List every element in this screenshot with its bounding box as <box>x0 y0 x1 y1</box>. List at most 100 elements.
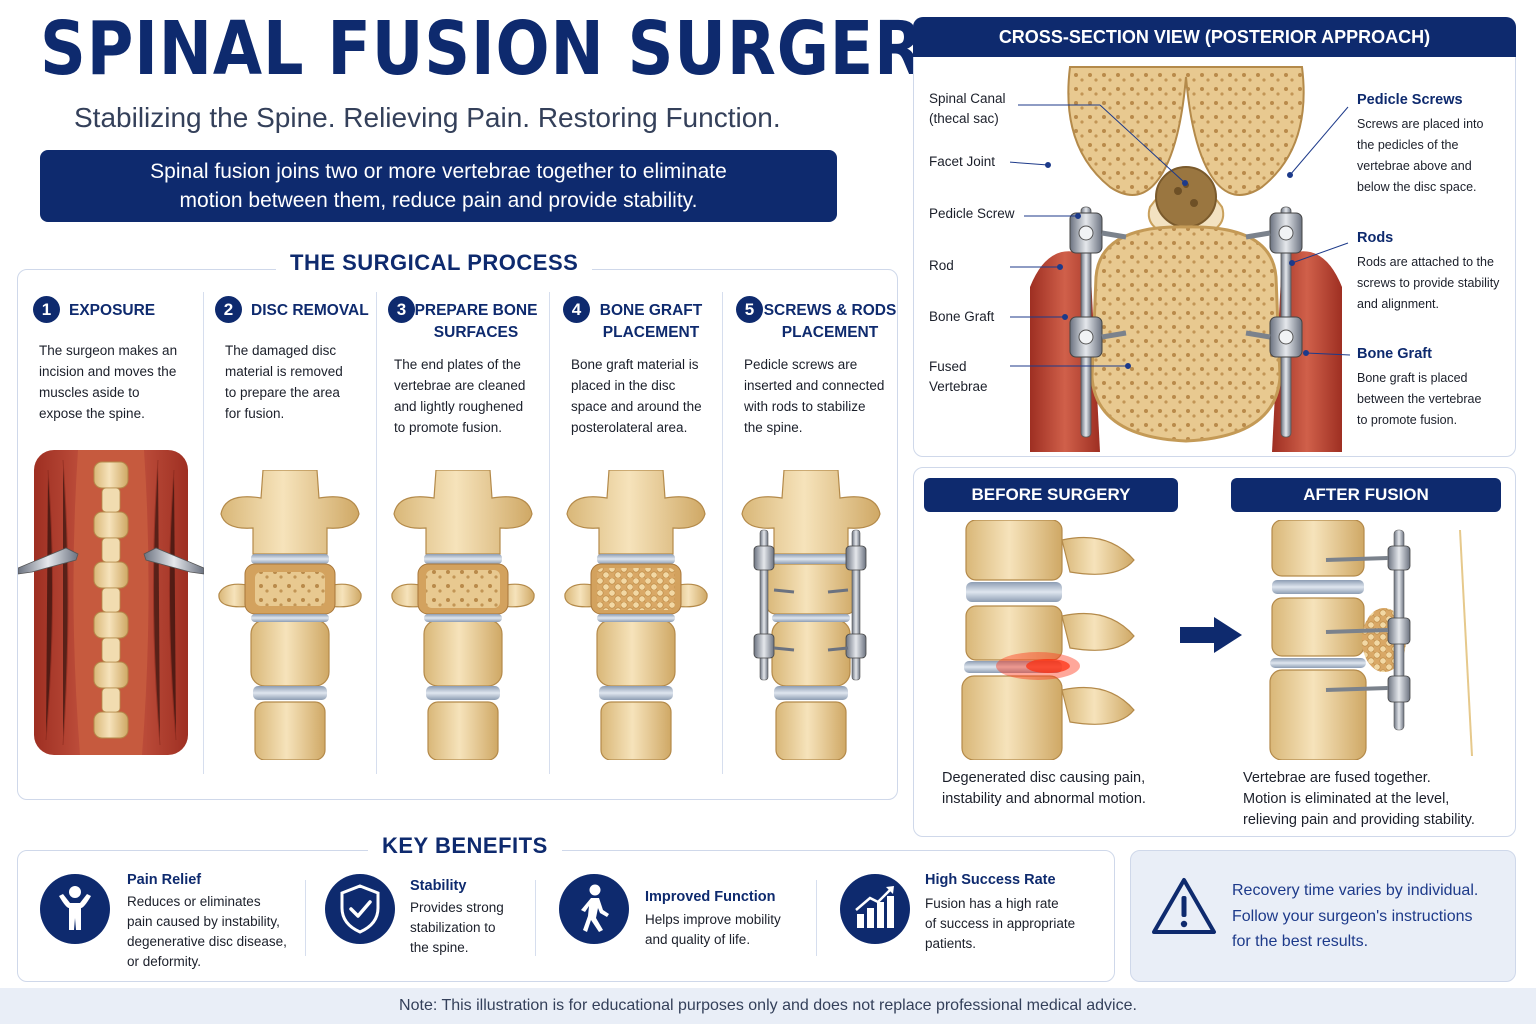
desc-line: Screws are placed into <box>1357 117 1484 131</box>
desc-line: to promote fusion. <box>1357 413 1458 427</box>
label-line: Vertebrae <box>929 379 988 394</box>
recovery-line: Recovery time varies by individual. <box>1232 882 1479 899</box>
step-number: 1 <box>33 296 60 323</box>
rods-title: Rods <box>1357 230 1394 246</box>
page-subtitle: Stabilizing the Spine. Relieving Pain. R… <box>74 102 781 133</box>
step-title: SCREWS & RODS PLACEMENT <box>760 300 900 344</box>
bone-graft-title: Bone Graft <box>1357 346 1432 362</box>
step-description: The damaged disc material is removed to … <box>225 340 381 424</box>
step-desc-line: material is removed <box>225 364 343 379</box>
benefit-title: High Success Rate <box>925 872 1056 888</box>
benefit-desc: Fusion has a high rate of success in app… <box>925 894 1075 954</box>
step-divider <box>549 292 550 774</box>
label-line: Fused <box>929 359 967 374</box>
screws-rods-illustration <box>741 470 881 760</box>
desc-line: degenerative disc disease, <box>127 934 287 949</box>
recovery-line: for the best results. <box>1232 933 1369 950</box>
label-bone-graft: Bone Graft <box>929 309 995 324</box>
step-title: PREPARE BONE SURFACES <box>406 300 546 344</box>
step-desc-line: Pedicle screws are <box>744 357 858 372</box>
desc-line: between the vertebrae <box>1357 392 1482 406</box>
step-desc-line: for fusion. <box>225 406 285 421</box>
desc-line: and alignment. <box>1357 297 1440 311</box>
step-title: BONE GRAFT PLACEMENT <box>581 300 721 344</box>
surgical-process-title: THE SURGICAL PROCESS <box>276 250 593 276</box>
step-desc-line: incision and moves the <box>39 364 177 379</box>
step-title-line: PREPARE BONE <box>414 302 538 319</box>
desc-line: Provides strong <box>410 900 504 915</box>
after-fusion-title: AFTER FUSION <box>1231 478 1501 512</box>
step-desc-line: posterolateral area. <box>571 420 688 435</box>
desc-line: Reduces or eliminates <box>127 894 261 909</box>
key-benefits-title: KEY BENEFITS <box>368 833 562 859</box>
step-title-line: BONE GRAFT <box>599 302 703 319</box>
benefit-title: Pain Relief <box>127 872 202 888</box>
bone-graft-desc: Bone graft is placed between the vertebr… <box>1357 368 1507 431</box>
step-description: The end plates of the vertebrae are clea… <box>394 354 550 438</box>
prepare-bone-illustration <box>391 470 535 760</box>
page-title: SPINAL FUSION SURGERY <box>40 6 968 92</box>
step-title-line: PLACEMENT <box>781 324 879 341</box>
step-desc-line: to promote fusion. <box>394 420 503 435</box>
benefit-desc: Reduces or eliminates pain caused by ins… <box>127 892 287 972</box>
shield-check-icon <box>325 874 395 944</box>
rods-desc: Rods are attached to the screws to provi… <box>1357 252 1509 315</box>
benefit-desc: Helps improve mobility and quality of li… <box>645 910 781 950</box>
step-desc-line: vertebrae are cleaned <box>394 378 526 393</box>
label-fused-vertebrae: Fused Vertebrae <box>929 357 988 397</box>
cross-section-title: CROSS-SECTION VIEW (POSTERIOR APPROACH) <box>913 17 1516 57</box>
label-line: (thecal sac) <box>929 111 999 126</box>
before-surgery-illustration <box>961 520 1135 760</box>
desc-line: Bone graft is placed <box>1357 371 1468 385</box>
desc-line: of success in appropriate <box>925 916 1076 931</box>
step-desc-line: Bone graft material is <box>571 357 699 372</box>
desc-line: Degenerated disc causing pain, <box>942 770 1146 786</box>
label-spinal-canal: Spinal Canal (thecal sac) <box>929 89 1006 129</box>
intro-banner: Spinal fusion joins two or more vertebra… <box>40 150 837 222</box>
step-desc-line: The surgeon makes an <box>39 343 178 358</box>
step-divider <box>376 292 377 774</box>
disclaimer-note: Note: This illustration is for education… <box>0 988 1536 1024</box>
step-title: DISC REMOVAL <box>251 302 369 319</box>
label-facet-joint: Facet Joint <box>929 154 996 169</box>
desc-line: Fusion has a high rate <box>925 896 1059 911</box>
desc-line: instability and abnormal motion. <box>942 791 1146 807</box>
benefit-divider <box>535 880 536 956</box>
warning-icon <box>1152 878 1216 934</box>
step-description: Pedicle screws are inserted and connecte… <box>744 354 900 438</box>
arrow-right-icon <box>1180 617 1242 653</box>
step-number: 4 <box>563 296 590 323</box>
step-desc-line: the spine. <box>744 420 803 435</box>
step-number: 5 <box>736 296 763 323</box>
desc-line: or deformity. <box>127 954 202 969</box>
step-desc-line: with rods to stabilize <box>744 399 866 414</box>
after-fusion-desc: Vertebrae are fused together. Motion is … <box>1243 768 1475 831</box>
desc-line: stabilization to <box>410 920 496 935</box>
before-surgery-desc: Degenerated disc causing pain, instabili… <box>942 768 1146 810</box>
recovery-text: Recovery time varies by individual. Foll… <box>1232 878 1502 955</box>
step-desc-line: space and around the <box>571 399 702 414</box>
step-desc-line: The damaged disc <box>225 343 337 358</box>
desc-line: the spine. <box>410 940 469 955</box>
step-title: EXPOSURE <box>69 302 156 319</box>
step-desc-line: placed in the disc <box>571 378 676 393</box>
desc-line: pain caused by instability, <box>127 914 280 929</box>
desc-line: and quality of life. <box>645 932 751 947</box>
step-desc-line: and lightly roughened <box>394 399 524 414</box>
step-desc-line: The end plates of the <box>394 357 521 372</box>
step-desc-line: expose the spine. <box>39 406 145 421</box>
after-fusion-illustration <box>1269 520 1473 760</box>
desc-line: below the disc space. <box>1357 180 1477 194</box>
pedicle-screws-desc: Screws are placed into the pedicles of t… <box>1357 114 1507 198</box>
recovery-line: Follow your surgeon's instructions <box>1232 907 1473 925</box>
step-description: Bone graft material is placed in the dis… <box>571 354 727 438</box>
exposure-illustration <box>18 450 204 755</box>
bar-chart-up-icon <box>840 874 910 944</box>
desc-line: screws to provide stability <box>1357 276 1500 290</box>
step-divider <box>203 292 204 774</box>
recovery-notice <box>1130 850 1516 982</box>
desc-line: patients. <box>925 936 977 951</box>
walking-person-icon <box>559 874 629 944</box>
step-description: The surgeon makes an incision and moves … <box>39 340 195 424</box>
step-desc-line: to prepare the area <box>225 385 340 400</box>
